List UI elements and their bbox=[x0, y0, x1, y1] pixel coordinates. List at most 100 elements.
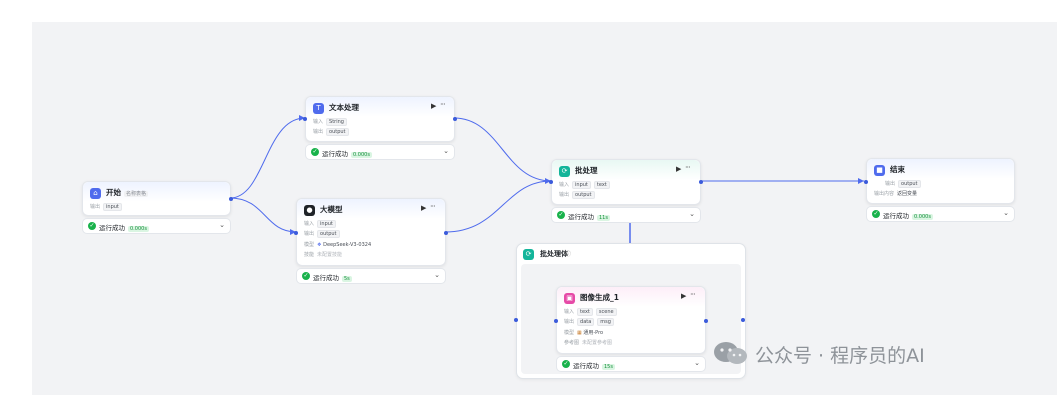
more-icon[interactable]: ··· bbox=[430, 202, 436, 211]
input-port[interactable] bbox=[303, 117, 307, 121]
check-icon: ✓ bbox=[311, 148, 319, 156]
more-icon[interactable]: ··· bbox=[685, 163, 691, 172]
status-text: 运行成功 bbox=[99, 224, 125, 232]
run-icon[interactable]: ▶ bbox=[431, 102, 437, 110]
output-port[interactable] bbox=[699, 180, 703, 184]
container-input-port[interactable] bbox=[514, 318, 518, 322]
model-value: ▦ 通用-Pro bbox=[577, 330, 603, 336]
input-port[interactable] bbox=[549, 180, 553, 184]
more-icon[interactable]: ··· bbox=[690, 290, 696, 299]
run-icon[interactable]: ▶ bbox=[676, 165, 682, 173]
model-icon: ▦ bbox=[577, 330, 582, 336]
chevron-down-icon[interactable]: ⌄ bbox=[689, 210, 695, 218]
row-label: 模型 bbox=[564, 330, 575, 336]
row-label: 参考图 bbox=[564, 340, 580, 346]
more-icon[interactable]: ··· bbox=[440, 100, 446, 109]
status-time: 11s bbox=[597, 215, 610, 221]
node-image-title: 图像生成_1 bbox=[580, 293, 619, 302]
output-port[interactable] bbox=[704, 319, 708, 323]
status-time: 5s bbox=[342, 276, 352, 282]
var-tag: output bbox=[898, 180, 921, 188]
model-icon: ❖ bbox=[317, 242, 322, 248]
batch-icon: ⟳ bbox=[559, 166, 570, 177]
row-label: 输入 bbox=[564, 309, 575, 315]
input-port[interactable] bbox=[554, 319, 558, 323]
row-label: 输入 bbox=[304, 221, 315, 227]
chevron-down-icon[interactable]: ⌄ bbox=[443, 147, 449, 155]
chevron-down-icon[interactable]: ⌄ bbox=[434, 271, 440, 279]
var-tag: msg bbox=[597, 318, 614, 326]
row-label: 输出内容 bbox=[874, 191, 895, 197]
var-tag: output bbox=[317, 230, 340, 238]
row-label: 输入 bbox=[313, 119, 324, 125]
run-icon[interactable]: ▶ bbox=[681, 292, 687, 300]
info-icon: ⓘ bbox=[565, 251, 572, 258]
edge-start-llm bbox=[229, 197, 297, 233]
batch-body-title: 批处理体 bbox=[540, 250, 568, 258]
watermark-text: 公众号 · 程序员的AI bbox=[755, 345, 925, 367]
row-label: 输出 bbox=[559, 192, 570, 198]
var-tag: input bbox=[103, 203, 122, 211]
row-label: 输出 bbox=[885, 181, 896, 187]
output-port[interactable] bbox=[444, 231, 448, 235]
var-tag: input bbox=[317, 220, 336, 228]
text-icon: T bbox=[313, 103, 324, 114]
chevron-down-icon[interactable]: ⌄ bbox=[219, 221, 225, 229]
check-icon: ✓ bbox=[557, 211, 565, 219]
status-text: 运行成功 bbox=[573, 362, 599, 370]
ref-value: 未配置参考图 bbox=[582, 340, 613, 346]
status-time: 0.000s bbox=[912, 214, 933, 220]
status-text: 运行成功 bbox=[883, 212, 909, 220]
output-port[interactable] bbox=[229, 197, 233, 201]
input-port[interactable] bbox=[864, 180, 868, 184]
var-tag: input bbox=[572, 181, 591, 189]
row-label: 输出 bbox=[564, 319, 575, 325]
wechat-icon bbox=[714, 342, 747, 364]
end-icon: ■ bbox=[874, 165, 885, 176]
container-output-port[interactable] bbox=[741, 318, 745, 322]
node-start-title: 开始 bbox=[106, 188, 121, 197]
row-value: 返回变量 bbox=[897, 191, 918, 197]
var-tag: scene bbox=[595, 308, 617, 316]
var-tag: text bbox=[577, 308, 593, 316]
chevron-down-icon[interactable]: ⌄ bbox=[694, 359, 700, 367]
status-time: 15s bbox=[602, 364, 615, 370]
var-tag: data bbox=[577, 318, 595, 326]
model-name: 通用-Pro bbox=[583, 330, 604, 336]
node-llm-title: 大模型 bbox=[320, 205, 343, 214]
output-port[interactable] bbox=[453, 117, 457, 121]
chevron-down-icon[interactable]: ⌄ bbox=[1003, 209, 1009, 217]
input-port[interactable] bbox=[294, 231, 298, 235]
row-label: 技能 bbox=[304, 252, 315, 258]
skills-value: 未配置技能 bbox=[317, 252, 343, 258]
node-batch-title: 批处理 bbox=[575, 166, 598, 175]
var-tag: String bbox=[326, 118, 347, 126]
row-label: 输出 bbox=[304, 231, 315, 237]
image-icon: ▣ bbox=[564, 293, 575, 304]
status-text: 运行成功 bbox=[322, 150, 348, 158]
check-icon: ✓ bbox=[88, 222, 96, 230]
row-label: 模型 bbox=[304, 242, 315, 248]
status-time: 0.000s bbox=[128, 226, 149, 232]
start-icon: ⌂ bbox=[90, 188, 101, 199]
var-tag: output bbox=[572, 191, 595, 199]
node-text-title: 文本处理 bbox=[329, 103, 359, 112]
check-icon: ✓ bbox=[872, 210, 880, 218]
edge-text-batch bbox=[453, 117, 552, 182]
row-label: 输出 bbox=[313, 129, 324, 135]
status-time: 0.000s bbox=[351, 152, 372, 158]
model-value: ❖ DeepSeek-V3-0324 bbox=[317, 242, 371, 248]
run-icon[interactable]: ▶ bbox=[421, 204, 427, 212]
